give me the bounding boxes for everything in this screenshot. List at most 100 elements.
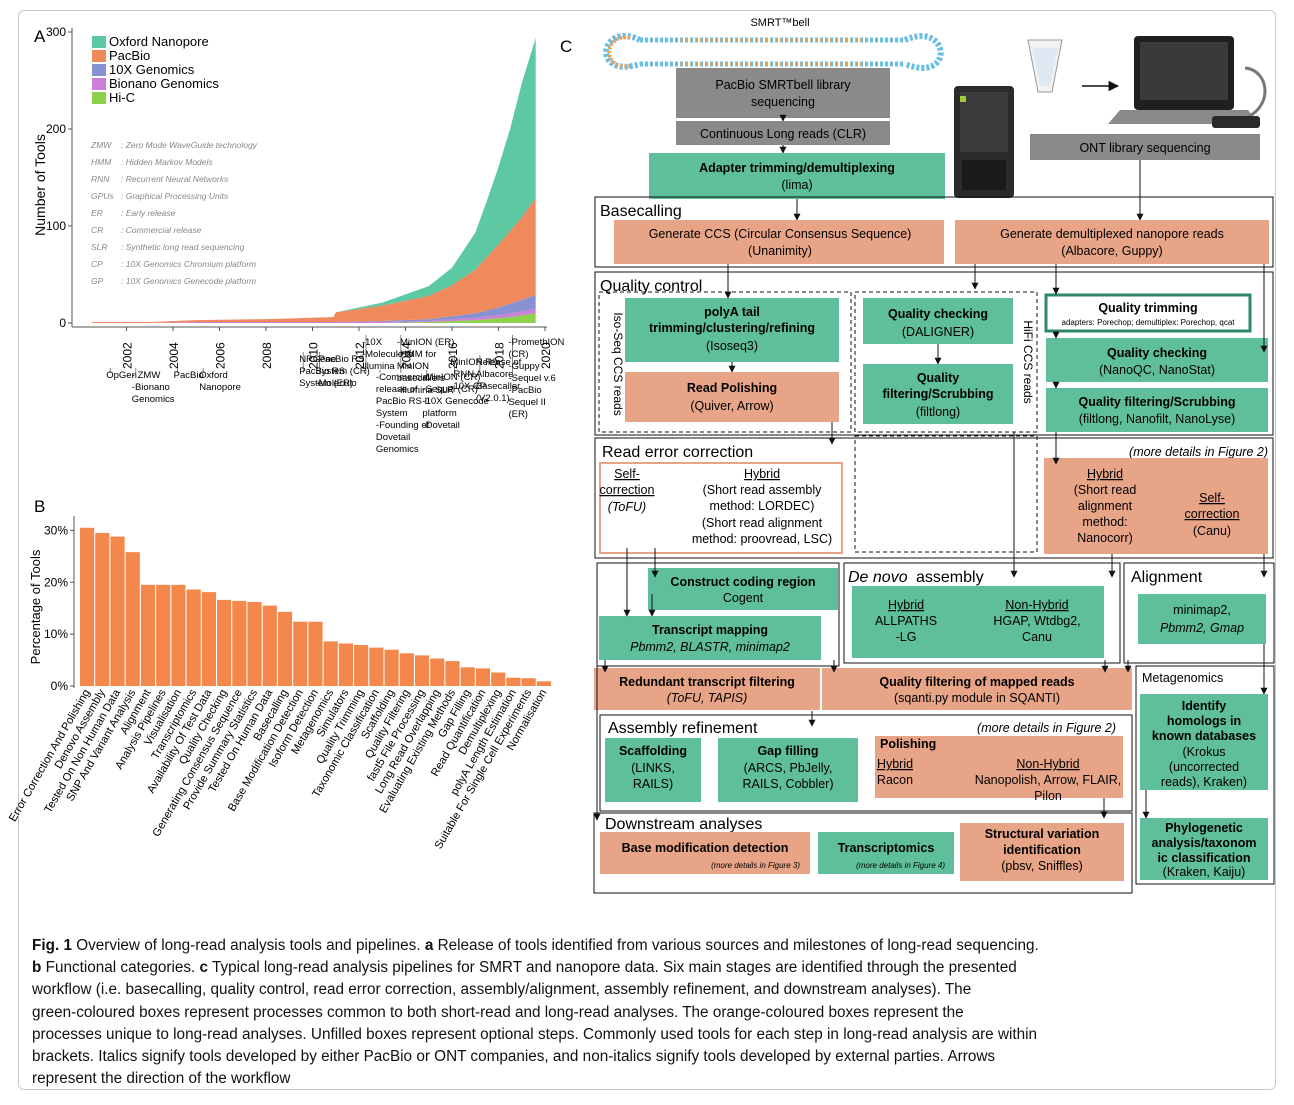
abbreviation-value: : Graphical Processing Units — [121, 191, 229, 201]
polishing-nonhybrid-tools: Pilon — [1034, 789, 1062, 803]
quality-checking-nano-text: Quality checking — [1107, 346, 1207, 360]
milestone-label: -MinION (CR) — [422, 372, 480, 383]
legend-swatch — [92, 50, 106, 62]
section-title-assembly: assembly — [916, 569, 984, 586]
ont-library-text: ONT library sequencing — [1079, 141, 1210, 155]
y-tick-label: 200 — [46, 122, 66, 136]
scaffolding-box — [605, 738, 701, 802]
bar — [475, 668, 491, 686]
transcriptomics-sub: (more details in Figure 4) — [856, 861, 945, 870]
area-series-0 — [91, 313, 536, 323]
qf-scrub-text: (filtlong) — [916, 405, 960, 419]
y-tick-label: 100 — [46, 219, 66, 233]
nanopore-reads-text: (Albacore, Guppy) — [1061, 244, 1162, 258]
quality-filtering-nano-box — [1046, 388, 1268, 432]
quality-checking-nano-box — [1046, 338, 1268, 382]
milestone-label: -Bionano — [132, 382, 170, 393]
identify-homologs-box — [1140, 694, 1268, 790]
milestone-label: -Sequel (CR) — [422, 384, 477, 395]
ont-library-box — [1030, 134, 1260, 160]
denovo-nonhybrid-text: HGAP, Wtdbg2, — [993, 614, 1080, 628]
section-title-basecalling: Basecalling — [600, 203, 682, 220]
hybrid-text: method: LORDEC) — [710, 499, 815, 513]
x-tick-label: 2018 — [493, 342, 507, 369]
bar — [354, 645, 369, 686]
milestone-label: Dovetail — [376, 432, 410, 443]
legend-swatch — [92, 92, 106, 104]
transcript-region-box — [596, 562, 840, 667]
read-polishing-text: (Quiver, Arrow) — [690, 399, 773, 413]
milestone-label: (CR) — [508, 349, 528, 360]
milestone-label: (ER) — [508, 409, 528, 420]
bar — [430, 658, 445, 686]
abbreviation-key: GP — [91, 276, 104, 286]
section-basecalling — [594, 196, 1274, 268]
x-tick-label: 2014 — [400, 342, 414, 369]
panel-label-a: A — [34, 27, 46, 46]
panel-label-c: C — [560, 37, 572, 56]
ont-self-correction-text: Self- — [1199, 491, 1225, 505]
x-tick-label: 2006 — [214, 342, 228, 369]
bar — [232, 600, 247, 686]
workflow-diagram: PacBio SMRTbell librarysequencingContinu… — [593, 68, 1275, 894]
adapter-title: Adapter trimming/demultiplexing — [699, 161, 895, 175]
more-details-figure2: (more details in Figure 2) — [1129, 445, 1268, 459]
milestone-label: OpGen — [106, 370, 137, 381]
more-details-figure2-refinement: (more details in Figure 2) — [977, 721, 1116, 735]
downstream-section-box — [593, 812, 1133, 894]
denovo-tools-box — [852, 586, 1104, 658]
transcriptomics-box — [818, 832, 954, 874]
redundant-filtering-text: Redundant transcript filtering — [619, 675, 795, 689]
ccs-box — [614, 220, 944, 264]
caption-line-1: Fig. 1 Overview of long-read analysis to… — [32, 935, 1272, 957]
milestone-label: -PacBio RS — [315, 354, 364, 365]
pacbio-library-text: sequencing — [751, 95, 815, 109]
figure-frame — [18, 10, 1276, 1090]
base-modification-box — [600, 832, 810, 874]
legend-label: Oxford Nanopore — [109, 34, 209, 49]
milestone-label: System (ER) — [299, 378, 353, 389]
abbreviation-value: : Hidden Markov Models — [121, 157, 213, 167]
denovo-hybrid-text: Hybrid — [888, 598, 924, 612]
legend-label: Bionano Genomics — [109, 76, 219, 91]
caption-line-5: processes unique to long-read analyses. … — [32, 1025, 1038, 1043]
abbreviation-value: : 10X Genomics Genecode platform — [121, 276, 256, 286]
nanopore-reads-box — [955, 220, 1269, 264]
milestone-label: -MinION (ER) — [397, 337, 455, 348]
polishing-box — [875, 736, 1123, 798]
polishing-nonhybrid-tools: Nanopolish, Arrow, FLAIR, — [975, 773, 1122, 787]
bar — [125, 552, 140, 686]
polishing-hybrid-tool: Racon — [877, 773, 913, 787]
ont-self-correction-text: correction — [1185, 507, 1240, 521]
abbreviation-value: : 10X Genomics Chromium platform — [121, 259, 256, 269]
denovo-section-box — [843, 562, 1121, 664]
y-tick-label: 10% — [44, 627, 68, 641]
milestone-label: -Sequel v.6 — [508, 373, 555, 384]
bar — [399, 653, 414, 686]
caption-line-2: b Functional categories. c Typical long-… — [32, 957, 1272, 979]
ont-self-correction-text: (Canu) — [1193, 524, 1231, 538]
caption-a-text: Release of tools identified from various… — [433, 937, 1039, 954]
gap-filling-box — [718, 738, 858, 802]
qf-scrub-text: filtering/Scrubbing — [882, 387, 993, 401]
qc-daligner-text: Quality checking — [888, 307, 988, 321]
ont-hybrid-text: Nanocorr) — [1077, 531, 1133, 545]
x-tick-label: 2010 — [307, 342, 321, 369]
x-tick-label: 2008 — [260, 342, 274, 369]
quality-filtering-mapped-text: Quality filtering of mapped reads — [879, 675, 1074, 689]
phylogenetic-text: ic classification — [1157, 851, 1250, 865]
structural-variation-text: identification — [1003, 843, 1081, 857]
section-title-alignment: Alignment — [1131, 569, 1203, 586]
smrtbell-label: SMRT™bell — [750, 17, 809, 29]
milestone-label: Genomics — [376, 444, 419, 455]
structural-variation-box — [960, 823, 1124, 881]
clr-text: Continuous Long reads (CLR) — [700, 127, 866, 141]
caption-line-3: workflow (i.e. basecalling, quality cont… — [32, 981, 972, 999]
homologs-text: Identify — [1182, 699, 1226, 713]
milestone-label: - ZMW — [132, 370, 161, 381]
pacbio-sequencer-icon — [954, 86, 1014, 198]
scaffolding-text: (LINKS, — [631, 761, 675, 775]
legend-label: 10X Genomics — [109, 62, 195, 77]
pacbio-library-box — [676, 68, 890, 118]
